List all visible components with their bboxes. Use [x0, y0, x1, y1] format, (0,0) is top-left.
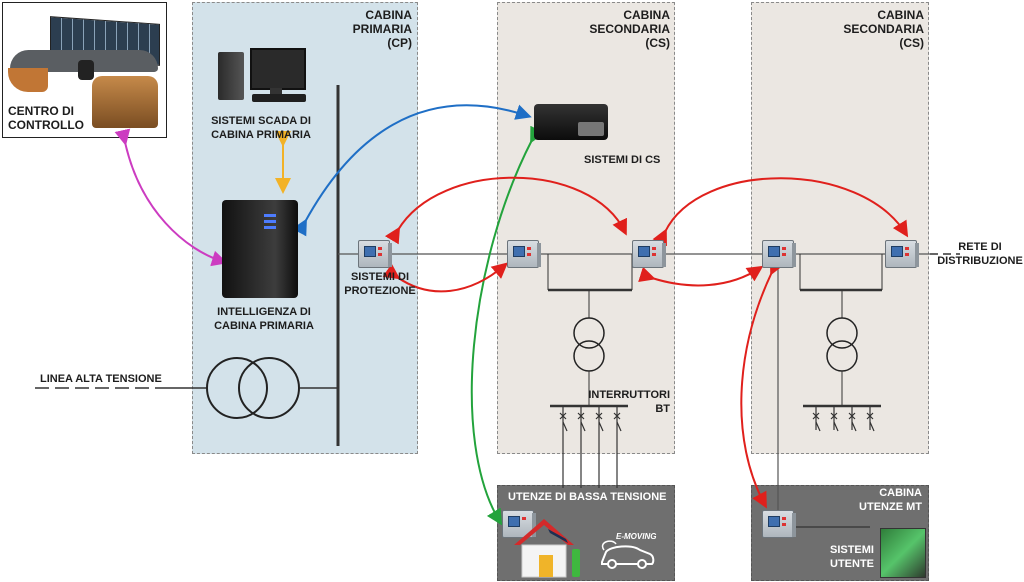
secondary-cabin-title-2: CABINA SECONDARIA (CS) [843, 8, 924, 50]
e-moving-car-icon [601, 540, 655, 569]
secondary-cabin-title-1: CABINA SECONDARIA (CS) [589, 8, 670, 50]
protection-label: SISTEMI DI PROTEZIONE [344, 271, 416, 297]
arrow-red-mv [740, 257, 785, 509]
user-systems-label: SISTEMI UTENTE [829, 544, 874, 570]
cs2-transformer-coil-2 [826, 340, 858, 372]
primary-server-icon [222, 200, 304, 298]
scada-computer-icon [218, 48, 308, 104]
protection-relay-cs2-out [885, 240, 919, 270]
cs1-transformer-coil-1 [573, 317, 605, 349]
arrow-magenta [114, 128, 228, 267]
scada-label: SISTEMI SCADA DI CABINA PRIMARIA [211, 115, 311, 141]
control-center-label: CENTRO DI CONTROLLO [8, 104, 84, 132]
arrow-green [470, 125, 545, 526]
arrow-red-bottom-2 [638, 265, 764, 287]
protection-relay-cp [358, 240, 392, 270]
mv-cabin-label: CABINA UTENZE MT [859, 487, 922, 513]
intelligence-label: INTELLIGENZA DI CABINA PRIMARIA [214, 306, 314, 332]
e-moving-label: E-MOVING [616, 532, 657, 541]
cs-systems-label: SISTEMI DI CS [584, 154, 661, 166]
cs2-lv-breakers [812, 406, 875, 432]
user-generator-icon [880, 528, 926, 578]
cs1-lv-breakers [559, 406, 622, 488]
protection-relay-cs1-out [632, 240, 666, 270]
distribution-label: RETE DI DISTRIBUZIONE [937, 241, 1023, 267]
primary-cabin-title: CABINA PRIMARIA (CP) [352, 8, 412, 50]
cs2-transformer-coil-1 [826, 317, 858, 349]
primary-transformer-coil-1 [206, 357, 268, 419]
cs1-transformer-coil-2 [573, 340, 605, 372]
cs-system-device-icon [534, 104, 608, 144]
protection-relay-cs1-in [507, 240, 541, 270]
smart-meter-lv [502, 510, 536, 540]
arrow-red-top-2 [652, 177, 909, 247]
primary-transformer-coil-2 [238, 357, 300, 419]
lv-users-label: UTENZE DI BASSA TENSIONE [508, 491, 667, 503]
house-solar-icon [514, 519, 580, 578]
protection-relay-cs2-in [762, 240, 796, 270]
lv-breakers-label: INTERRUTTORI BT [588, 389, 670, 415]
control-center-illustration [8, 16, 160, 132]
arrow-blue [292, 104, 532, 237]
arrow-red-bottom-1 [382, 262, 509, 293]
protection-relay-mv-user [762, 510, 796, 540]
hv-line-label: LINEA ALTA TENSIONE [40, 373, 162, 385]
arrow-red-top-1 [384, 176, 627, 245]
